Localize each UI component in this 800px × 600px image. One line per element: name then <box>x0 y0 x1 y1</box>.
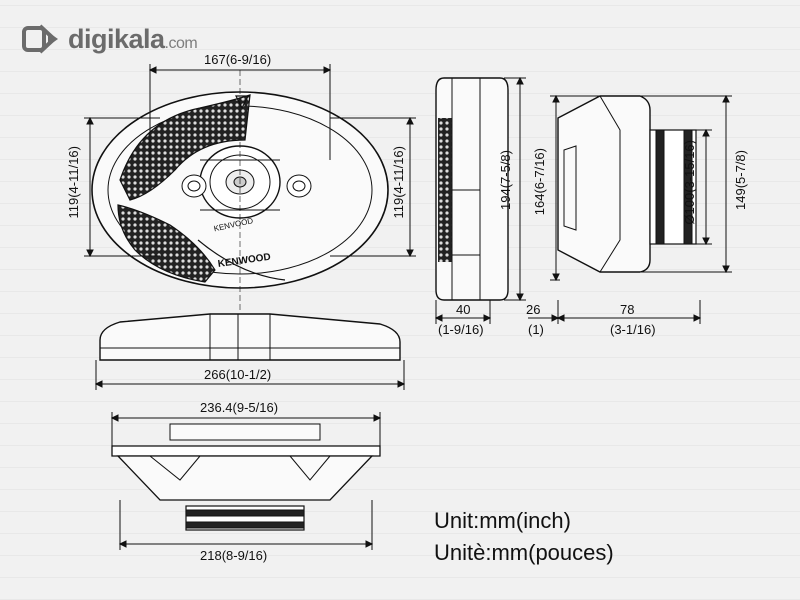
top-width-label: 266(10-1/2) <box>204 367 272 382</box>
logo-suffix: .com <box>164 34 198 52</box>
units-label-en: Unit:mm(inch) <box>434 508 571 533</box>
profile-offset-mm-label: 26 <box>526 302 541 317</box>
top-view <box>94 313 406 390</box>
profile-view <box>528 94 732 324</box>
front-height-left-label: 119(4-11/16) <box>66 146 81 219</box>
bottom-inner-width-label: 218(8-9/16) <box>200 548 268 563</box>
profile-depth-mm-label: 78 <box>620 302 635 317</box>
bottom-outer-width-label: 236.4(9-5/16) <box>200 400 279 415</box>
front-view <box>84 64 416 310</box>
side-depth-in-label: (1-9/16) <box>438 322 484 337</box>
front-width-label: 167(6-9/16) <box>204 52 272 67</box>
magnet-diameter-label: Ø100(3-15/16) <box>682 140 697 225</box>
digikala-logo[interactable]: digikala.com <box>22 22 198 56</box>
side-view <box>434 76 526 324</box>
bottom-view <box>110 412 382 550</box>
profile-offset-in-label: (1) <box>528 322 544 337</box>
side-depth-mm-label: 40 <box>456 302 471 317</box>
profile-total-height-label: 149(5-7/8) <box>733 150 748 210</box>
profile-height-label: 164(6-7/16) <box>532 148 547 216</box>
profile-depth-in-label: (3-1/16) <box>610 322 656 337</box>
logo-wordmark: digikala.com <box>68 23 198 54</box>
digikala-logo-icon <box>22 22 62 56</box>
front-height-right-label: 119(4-11/16) <box>391 146 406 219</box>
side-height-label: 194(7-5/8) <box>498 150 513 210</box>
units-label-fr: Unitè:mm(pouces) <box>434 540 614 565</box>
